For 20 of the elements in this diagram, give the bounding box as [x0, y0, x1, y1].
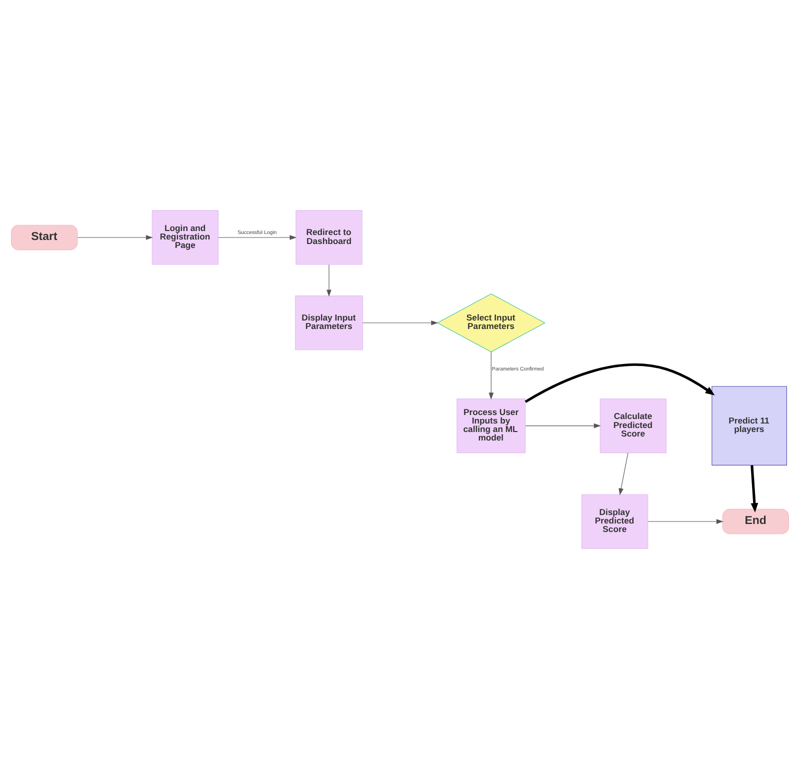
- arrow: [618, 452, 628, 495]
- node-box: End: [722, 508, 788, 534]
- arrow: [647, 518, 723, 524]
- node-box: Login and Registration Page: [151, 210, 218, 264]
- node-box: Process User Inputs by calling an ML model: [456, 398, 526, 453]
- node-box: Display Predicted Score: [580, 494, 648, 548]
- arrow: [218, 234, 296, 240]
- arrow: [524, 363, 714, 402]
- arrow: [524, 422, 600, 428]
- node-box: Start: [10, 224, 78, 250]
- node-box: Redirect to Dashboard: [295, 210, 362, 264]
- node-diamond: Select Input Parameters: [436, 293, 545, 352]
- arrow: [76, 234, 152, 240]
- arrow: [750, 464, 758, 512]
- node-box: Display Input Parameters: [294, 295, 362, 350]
- arrow: [488, 351, 494, 400]
- arrow: [362, 320, 438, 325]
- arrow: [326, 264, 331, 296]
- node-box: Calculate Predicted Score: [599, 398, 666, 453]
- node-box: Predict 11 players: [711, 386, 786, 465]
